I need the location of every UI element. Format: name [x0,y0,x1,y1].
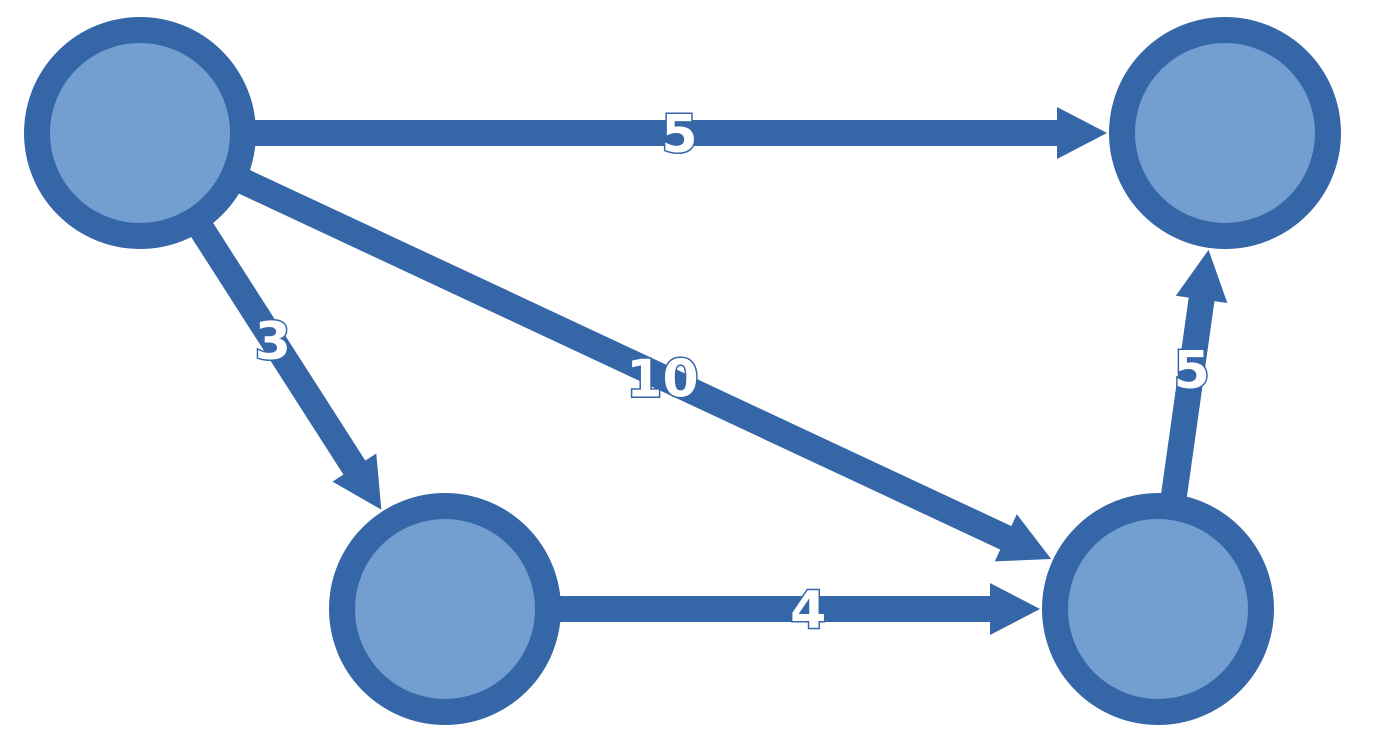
edge-bottom-left-to-bottom-right [557,583,1040,635]
edge-top-left-to-top-right [252,107,1107,159]
edge-weight-label: 3 [255,312,291,372]
edge-line [235,168,1014,551]
arrowhead-icon [1175,249,1228,303]
edge-line [1160,295,1215,500]
edge-top-left-to-bottom-right [235,168,1052,562]
node-bottom-right [1042,493,1274,725]
edge-top-left-to-bottom-left [189,220,382,510]
arrowhead-icon [994,514,1052,562]
arrowhead-icon [990,583,1040,635]
arrowhead-icon [1057,107,1107,159]
edge-weight-label: 4 [790,581,826,641]
edge-weight-label: 5 [1174,341,1210,401]
edge-weight-label: 5 [661,105,697,165]
arrowhead-icon [332,453,382,510]
edge-weight-label: 10 [626,349,698,409]
edge-labels-layer: 5 10 3 4 5 [253,104,1211,643]
edges-layer [189,107,1228,635]
edge-line [189,220,367,477]
edge-bottom-right-to-top-right [1160,249,1228,500]
node-top-right [1109,17,1341,249]
nodes-layer [24,17,1341,725]
node-top-left [24,17,256,249]
node-bottom-left [329,493,561,725]
